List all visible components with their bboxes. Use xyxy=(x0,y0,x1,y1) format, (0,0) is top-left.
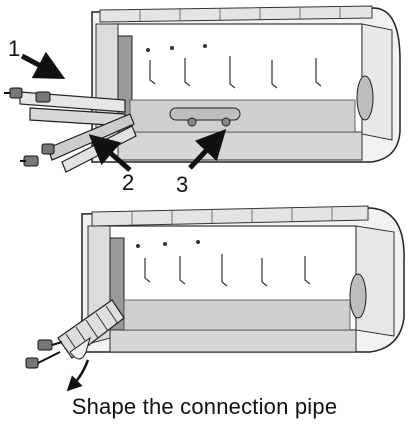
callout-arrows xyxy=(20,51,227,172)
callout-arrow-2 xyxy=(88,134,132,172)
callout-label-3: 3 xyxy=(176,172,189,197)
callout-label-1: 1 xyxy=(8,36,21,61)
callout-arrow-3 xyxy=(188,129,227,170)
callout-arrow-1 xyxy=(20,51,66,80)
callout-label-2: 2 xyxy=(122,170,135,195)
wrapped-pipe-bundle xyxy=(25,299,125,369)
indoor-unit-bottom xyxy=(81,205,405,353)
figure-caption: Shape the connection pipe xyxy=(71,394,338,419)
bend-direction-arrow xyxy=(66,359,90,392)
indoor-unit-top xyxy=(91,5,401,163)
